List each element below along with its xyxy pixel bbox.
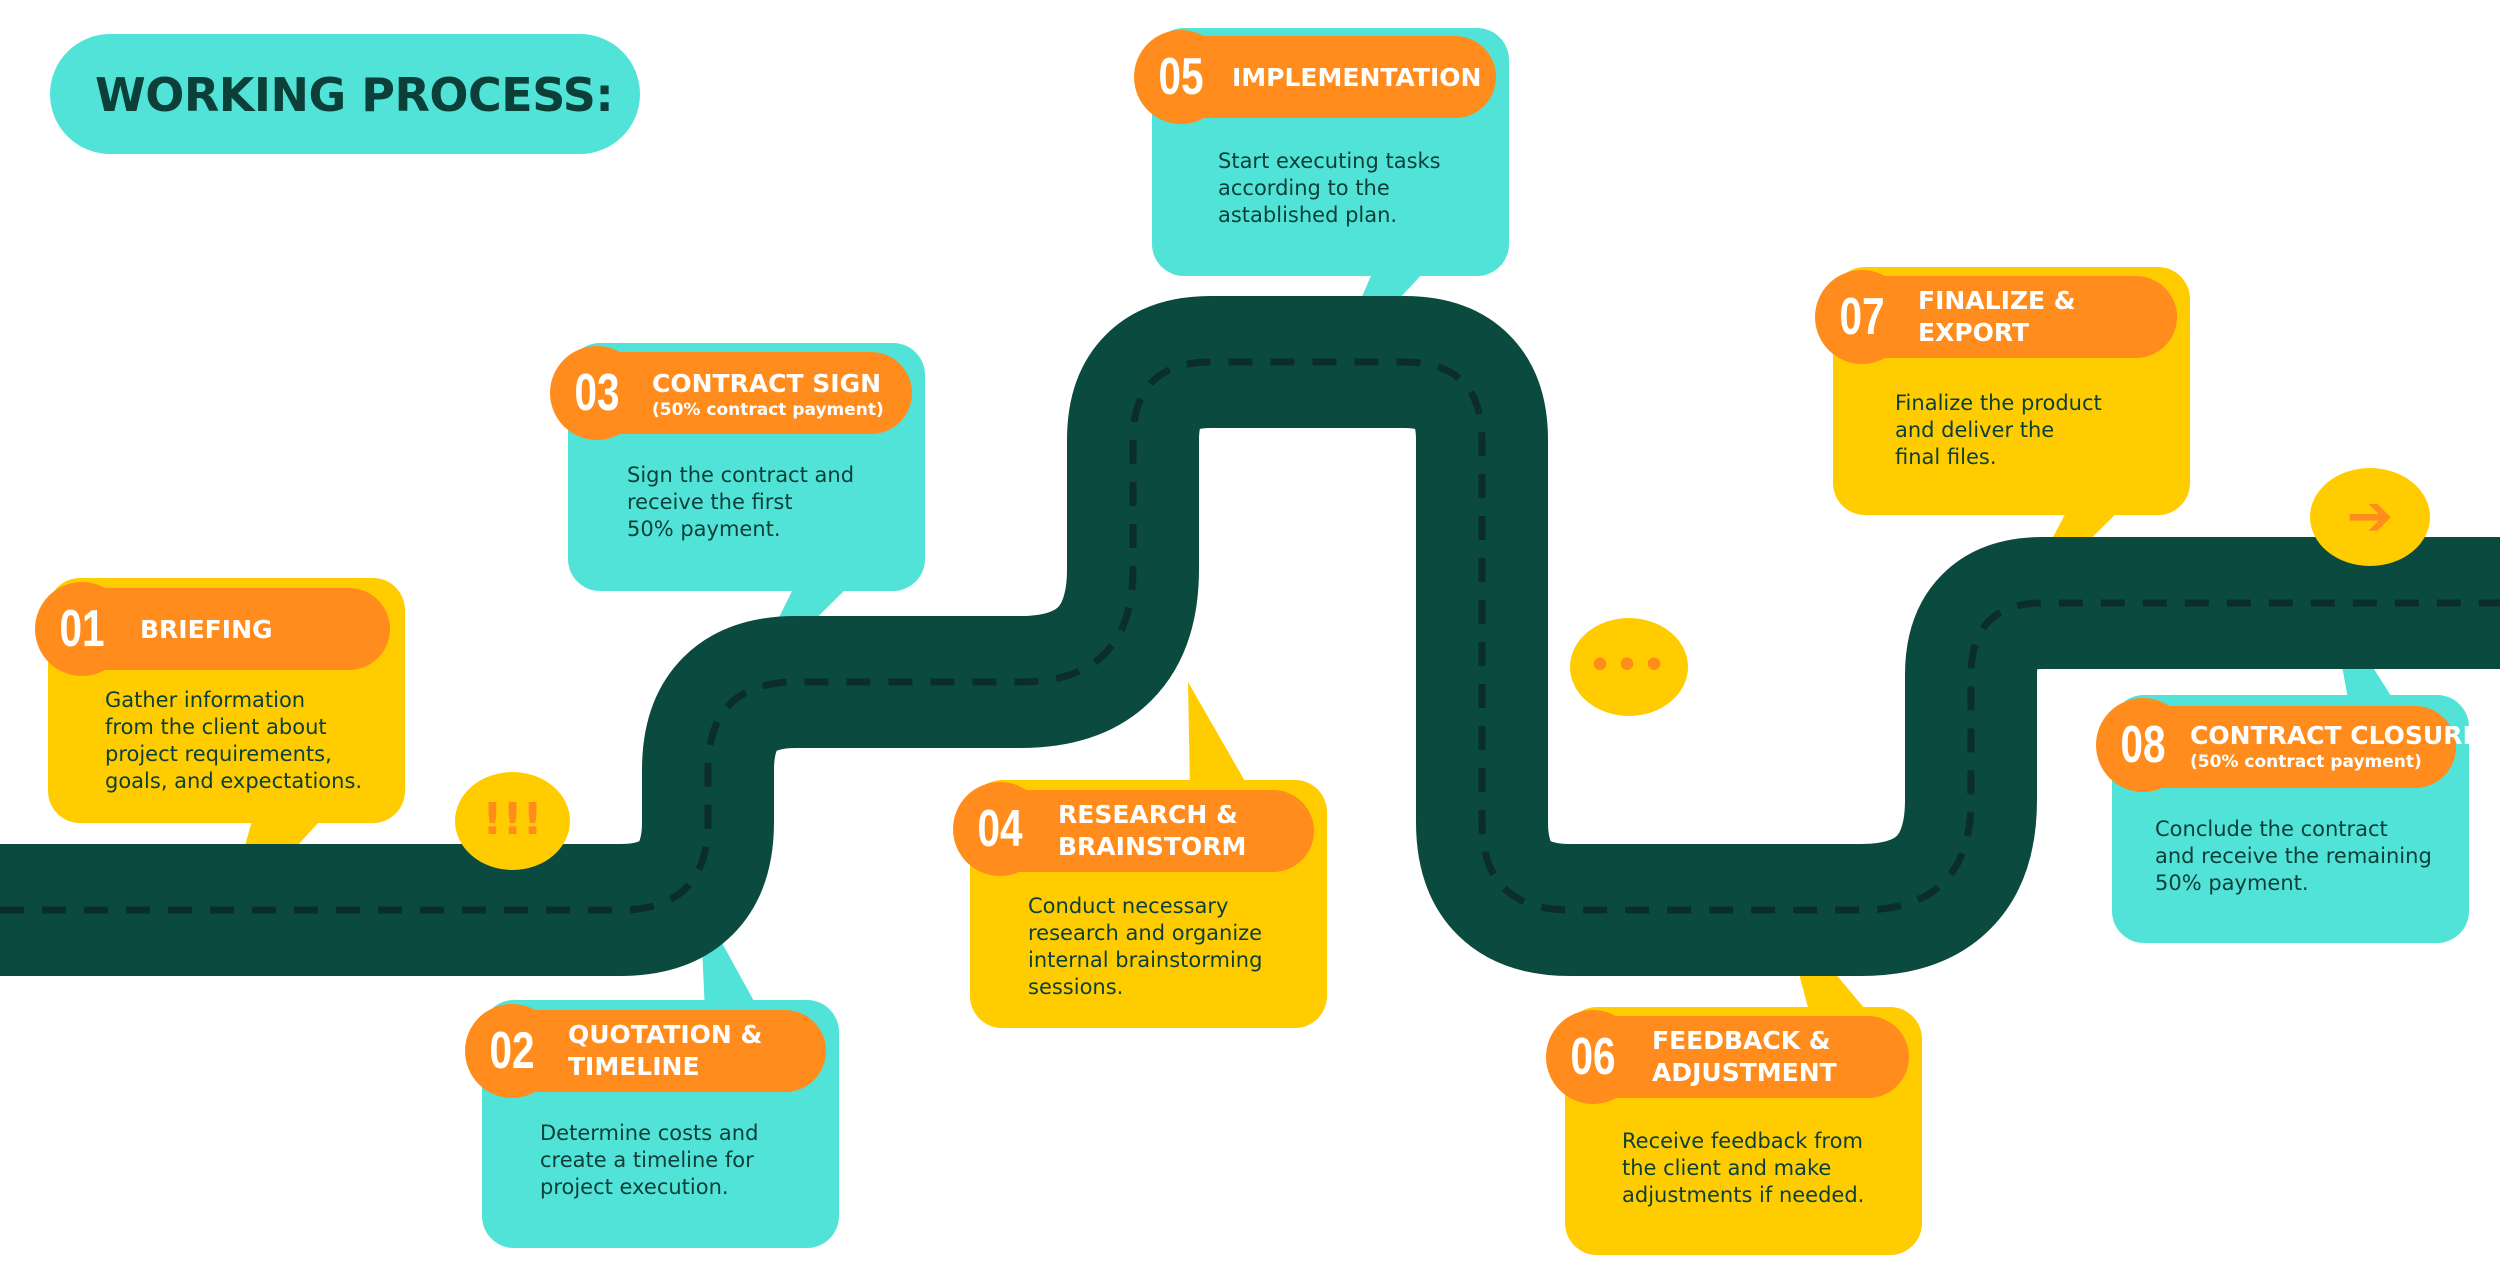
step-number-08: 08 bbox=[2096, 698, 2190, 792]
step-title-03: CONTRACT SIGN (50% contract payment) bbox=[652, 368, 884, 420]
step-subtitle-03: (50% contract payment) bbox=[652, 400, 884, 420]
step-title-07: FINALIZE & EXPORT bbox=[1918, 286, 2076, 347]
pointer-04 bbox=[1188, 682, 1250, 790]
step-desc-03: Sign the contract and receive the first … bbox=[627, 463, 855, 541]
step-number-07: 07 bbox=[1815, 270, 1909, 364]
step-desc-01: Gather information from the client about… bbox=[105, 688, 363, 793]
bubble-ellipsis: ••• bbox=[1570, 618, 1688, 716]
step-number-06: 06 bbox=[1546, 1010, 1640, 1104]
arrow-right-icon: ➔ bbox=[2346, 484, 2394, 549]
step-title-02: QUOTATION & TIMELINE bbox=[568, 1020, 763, 1081]
step-desc-06: Receive feedback from the client and mak… bbox=[1622, 1129, 1865, 1207]
step-number-03: 03 bbox=[550, 346, 644, 440]
step-desc-05: Start executing tasks according to the a… bbox=[1218, 149, 1441, 227]
exclamation-marks-icon: !!! bbox=[482, 794, 543, 845]
bubble-exclamation: !!! bbox=[455, 772, 570, 870]
step-subtitle-08: (50% contract payment) bbox=[2190, 752, 2422, 772]
step-number-02: 02 bbox=[465, 1004, 559, 1098]
step-title-08: CONTRACT CLOSURE (50% contract payment) bbox=[2190, 720, 2480, 772]
step-number-05: 05 bbox=[1134, 30, 1228, 124]
bubble-arrow: ➔ bbox=[2310, 468, 2430, 566]
title-pill: WORKING PROCESS: bbox=[50, 34, 640, 154]
ellipsis-icon: ••• bbox=[1588, 645, 1670, 686]
step-title-06: FEEDBACK & ADJUSTMENT bbox=[1652, 1026, 1837, 1087]
page-title: WORKING PROCESS: bbox=[95, 68, 614, 122]
step-title-03-main: CONTRACT SIGN bbox=[652, 369, 882, 398]
step-desc-08: Conclude the contract and receive the re… bbox=[2155, 817, 2432, 895]
step-number-01: 01 bbox=[35, 582, 129, 676]
step-title-04: RESEARCH & BRAINSTORM bbox=[1058, 800, 1247, 861]
step-desc-07: Finalize the product and deliver the fin… bbox=[1895, 391, 2102, 469]
step-title-08-main: CONTRACT CLOSURE bbox=[2190, 721, 2480, 750]
step-number-04: 04 bbox=[953, 782, 1047, 876]
step-desc-02: Determine costs and create a timeline fo… bbox=[540, 1121, 759, 1199]
step-title-05: IMPLEMENTATION bbox=[1232, 63, 1482, 92]
step-title-01: BRIEFING bbox=[140, 615, 273, 644]
step-desc-04: Conduct necessary research and organize … bbox=[1028, 894, 1263, 999]
